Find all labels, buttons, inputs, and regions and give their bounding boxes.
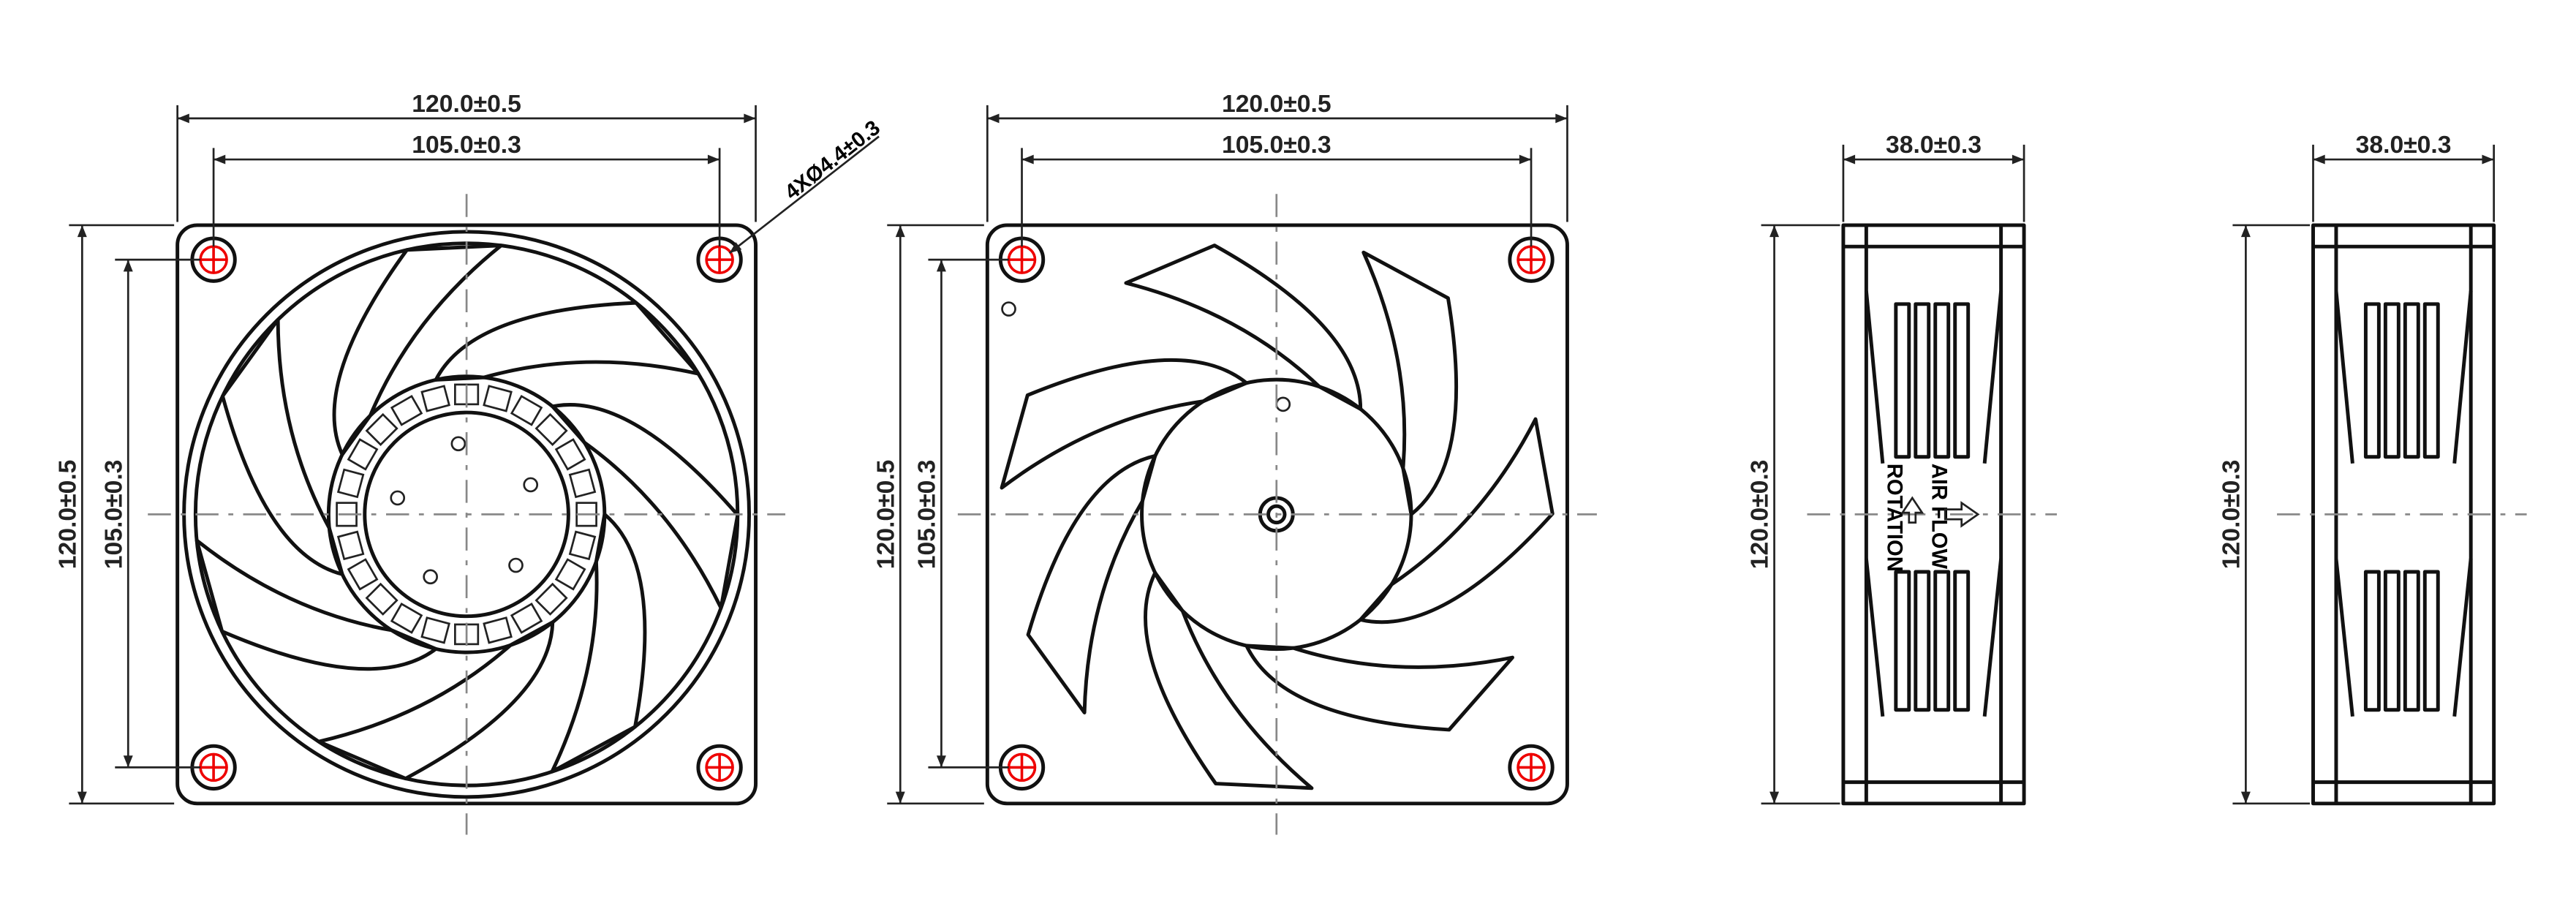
hole-crosshair — [1518, 246, 1545, 273]
rib-slot — [2363, 570, 2381, 712]
cooling-rib — [2334, 558, 2473, 717]
rib-slot — [1894, 570, 1911, 712]
hub-slot — [347, 558, 379, 591]
hole-crosshair — [1518, 754, 1545, 781]
impeller-blades — [194, 244, 740, 781]
hole-boss — [1508, 744, 1555, 791]
hole-crosshair — [706, 246, 733, 273]
fan-blade — [1026, 453, 1157, 714]
hub-slot — [568, 530, 597, 561]
impeller-blades — [1000, 244, 1555, 790]
rib-slot — [1914, 302, 1931, 459]
dim-width-outer: 120.0±0.5 — [1222, 90, 1332, 118]
hole-crosshair — [200, 754, 227, 781]
airflow-label: AIR FLOW — [1927, 464, 1950, 570]
hub-slot — [390, 603, 423, 634]
side-view-left: AIR FLOW ROTATION 38.0±0.3 120.0±0.3 — [1746, 131, 2058, 806]
hub-slot — [554, 558, 586, 591]
fan-blade — [1361, 250, 1459, 516]
dim-width-holes: 105.0±0.3 — [1222, 131, 1332, 159]
hub-slot — [568, 468, 597, 499]
hub-slot — [535, 582, 568, 616]
hole-boss — [696, 744, 743, 791]
hub-slot — [510, 394, 543, 426]
rotation-label: ROTATION — [1883, 464, 1906, 572]
hub-slot — [420, 385, 450, 412]
rib-slot — [1914, 570, 1931, 712]
fan-blade — [317, 620, 555, 781]
dim-height: 120.0±0.3 — [2217, 460, 2245, 570]
rib-slot — [2403, 570, 2420, 712]
rib-slot — [2363, 302, 2381, 459]
fan-blade — [434, 301, 700, 382]
fan-blade — [194, 538, 438, 671]
dim-height-holes: 105.0±0.3 — [913, 460, 940, 570]
dim-height-outer: 120.0±0.5 — [53, 460, 81, 570]
rib-slot — [2403, 302, 2420, 459]
airflow-arrow-icon — [1944, 501, 1980, 528]
hole-crosshair — [1008, 246, 1035, 273]
fan-blade — [332, 244, 503, 456]
motor-hub — [1140, 377, 1413, 652]
rib-slot — [2422, 570, 2440, 712]
dim-depth: 38.0±0.3 — [1886, 131, 1982, 159]
fan-blade — [1359, 417, 1555, 624]
hole-callout-leader — [728, 135, 880, 254]
hub-inner — [363, 410, 570, 619]
hub-slot — [365, 412, 399, 446]
hole-callout: 4XØ4.4±0.3 — [781, 116, 885, 205]
fan-blade — [1000, 358, 1249, 490]
rotation-arrow-icon — [1900, 496, 1925, 524]
rib-slot — [2422, 302, 2440, 459]
front-view: 120.0±0.5 105.0±0.3 120.0±0.5 105.0±0.3 … — [53, 90, 885, 835]
fan-blade — [1124, 244, 1363, 411]
rib-slot — [2383, 302, 2401, 459]
rib-slot — [1933, 302, 1951, 459]
hole-crosshair — [1008, 754, 1035, 781]
dim-height-holes: 105.0±0.3 — [99, 460, 127, 570]
fan-blade — [550, 512, 647, 774]
cooling-rib — [1864, 290, 2003, 464]
cooling-rib — [2334, 290, 2473, 464]
hub-slot — [365, 582, 399, 616]
hub-slot — [483, 616, 513, 644]
hub-slot — [347, 438, 379, 471]
fan-blade — [1144, 570, 1314, 790]
hub-slot — [554, 438, 586, 471]
side-view-right: 38.0±0.3 120.0±0.3 — [2217, 131, 2527, 806]
rib-slot — [1953, 302, 1971, 459]
dim-width-holes: 105.0±0.3 — [412, 131, 521, 159]
rib-slot — [1953, 570, 1971, 712]
rib-slot — [2383, 570, 2401, 712]
hub-slot — [483, 385, 513, 412]
hub-slot — [510, 603, 543, 634]
dim-height-outer: 120.0±0.5 — [872, 460, 899, 570]
hub-slot — [390, 394, 423, 426]
hub-slot — [336, 530, 365, 561]
dim-width-outer: 120.0±0.5 — [412, 90, 521, 118]
hole-crosshair — [200, 246, 227, 273]
cooling-rib — [1864, 558, 2003, 717]
hole-crosshair — [706, 754, 733, 781]
hub-slot — [420, 616, 450, 644]
rear-view: 120.0±0.5 105.0±0.3 120.0±0.5 105.0±0.3 — [872, 90, 1597, 835]
rib-slot — [1933, 570, 1951, 712]
hub-slot — [336, 468, 365, 499]
hub-slot — [535, 412, 568, 446]
rib-slot — [1894, 302, 1911, 459]
fan-blade — [1244, 644, 1514, 732]
fan-blade — [551, 403, 740, 610]
fan-blade — [221, 317, 344, 576]
dim-depth: 38.0±0.3 — [2356, 131, 2452, 159]
dim-height: 120.0±0.3 — [1746, 460, 1774, 570]
